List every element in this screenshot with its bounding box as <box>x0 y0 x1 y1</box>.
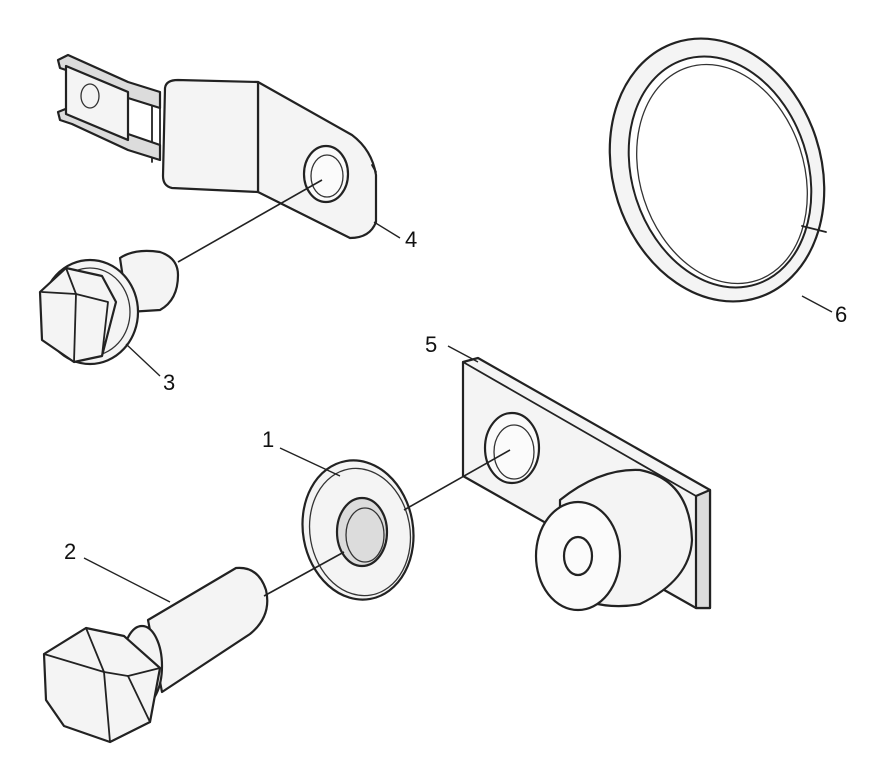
assembly-axis-lines <box>177 179 511 597</box>
retaining-ring-part-6 <box>608 37 827 303</box>
washer-part-1 <box>301 459 415 601</box>
callout-2: 2 <box>64 539 76 564</box>
callout-6: 6 <box>835 302 847 327</box>
small-flange-bolt-part-3 <box>38 249 180 366</box>
leader-lines <box>83 221 833 603</box>
callout-3: 3 <box>163 370 175 395</box>
callout-1: 1 <box>262 427 274 452</box>
terminal-lug-part-4 <box>56 53 378 240</box>
mounting-bracket-part-5 <box>461 356 712 612</box>
callout-5: 5 <box>425 332 437 357</box>
callout-labels: 1 2 3 4 5 6 <box>64 227 847 564</box>
callout-4: 4 <box>405 227 417 252</box>
hex-bolt-part-2 <box>42 566 269 744</box>
